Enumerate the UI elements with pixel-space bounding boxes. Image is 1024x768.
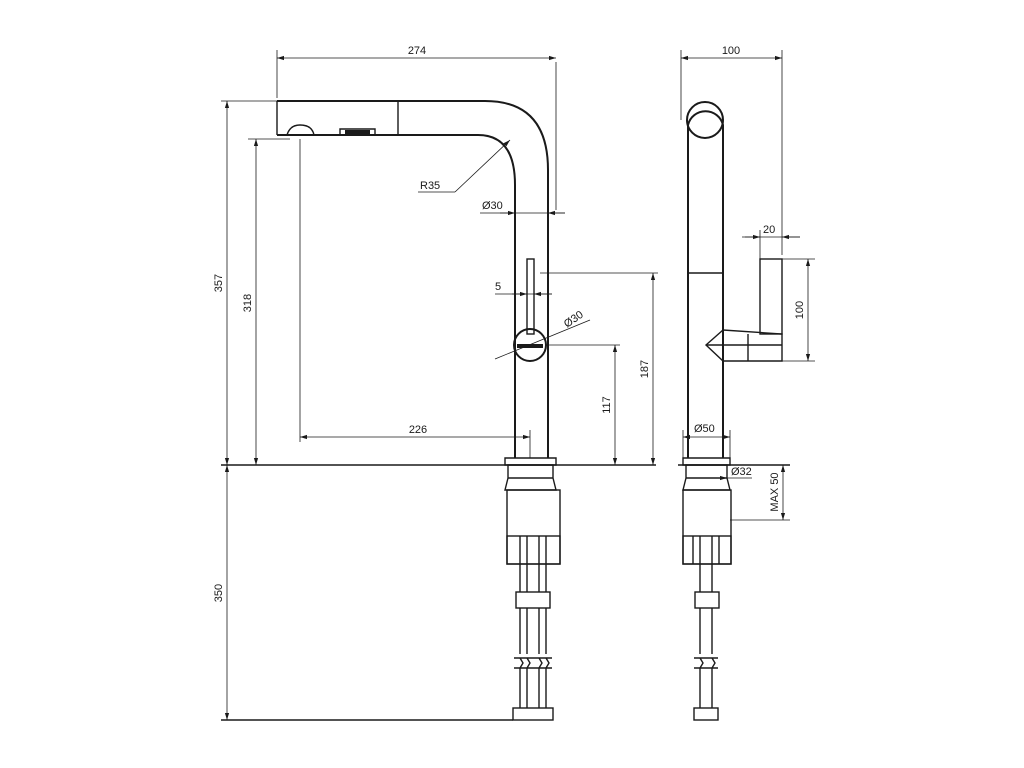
side-view: 100 20 100 Ø50 Ø32 MAX 50: [678, 45, 815, 721]
mounting-collar: [504, 464, 557, 491]
dim-label-117: 117: [601, 396, 613, 414]
side-mounting-collar: [682, 464, 731, 491]
dim-line-d30-knob: [494, 319, 591, 360]
spout-inner-outline: [277, 134, 516, 458]
dim-label-d30-spout: Ø30: [482, 200, 503, 212]
lever-stem: [526, 258, 535, 335]
dim-label-20: 20: [763, 224, 775, 236]
dim-label-100-width: 100: [722, 45, 740, 57]
spray-head: [286, 124, 315, 136]
dim-label-d30-knob: Ø30: [562, 309, 586, 331]
side-spout-head: [686, 101, 724, 139]
spray-button: [339, 128, 376, 136]
mounting-body: [506, 489, 561, 565]
dim-label-357: 357: [213, 274, 225, 292]
side-faucet-base: [682, 457, 731, 466]
dim-label-max50: MAX 50: [769, 472, 781, 511]
side-lever-body: [704, 329, 783, 362]
dim-label-187: 187: [639, 360, 651, 378]
spray-button-fill: [345, 130, 370, 134]
dim-label-318: 318: [242, 294, 254, 312]
dim-label-r35: R35: [420, 180, 440, 192]
dim-label-350: 350: [213, 584, 225, 602]
dim-label-274: 274: [408, 45, 426, 57]
dim-label-5: 5: [495, 281, 501, 293]
dim-label-d32: Ø32: [731, 466, 752, 478]
dim-label-100-height: 100: [794, 301, 806, 319]
front-view: 274 357 318 226 187 117 350 R35 Ø30 5 Ø3…: [213, 45, 658, 721]
side-lever-handle: [759, 258, 783, 335]
side-mounting-nut-ribs: [682, 535, 732, 565]
dim-label-226: 226: [409, 424, 427, 436]
side-supply-hoses: [693, 564, 720, 721]
lever-knob-fill: [517, 344, 543, 348]
supply-hoses: [512, 564, 554, 721]
faucet-base: [504, 457, 557, 466]
spout-outline: [277, 100, 549, 458]
dim-label-d50: Ø50: [694, 423, 715, 435]
side-mounting-body: [682, 489, 732, 565]
side-spout-outline: [687, 110, 724, 458]
mounting-nut-ribs: [506, 535, 561, 565]
